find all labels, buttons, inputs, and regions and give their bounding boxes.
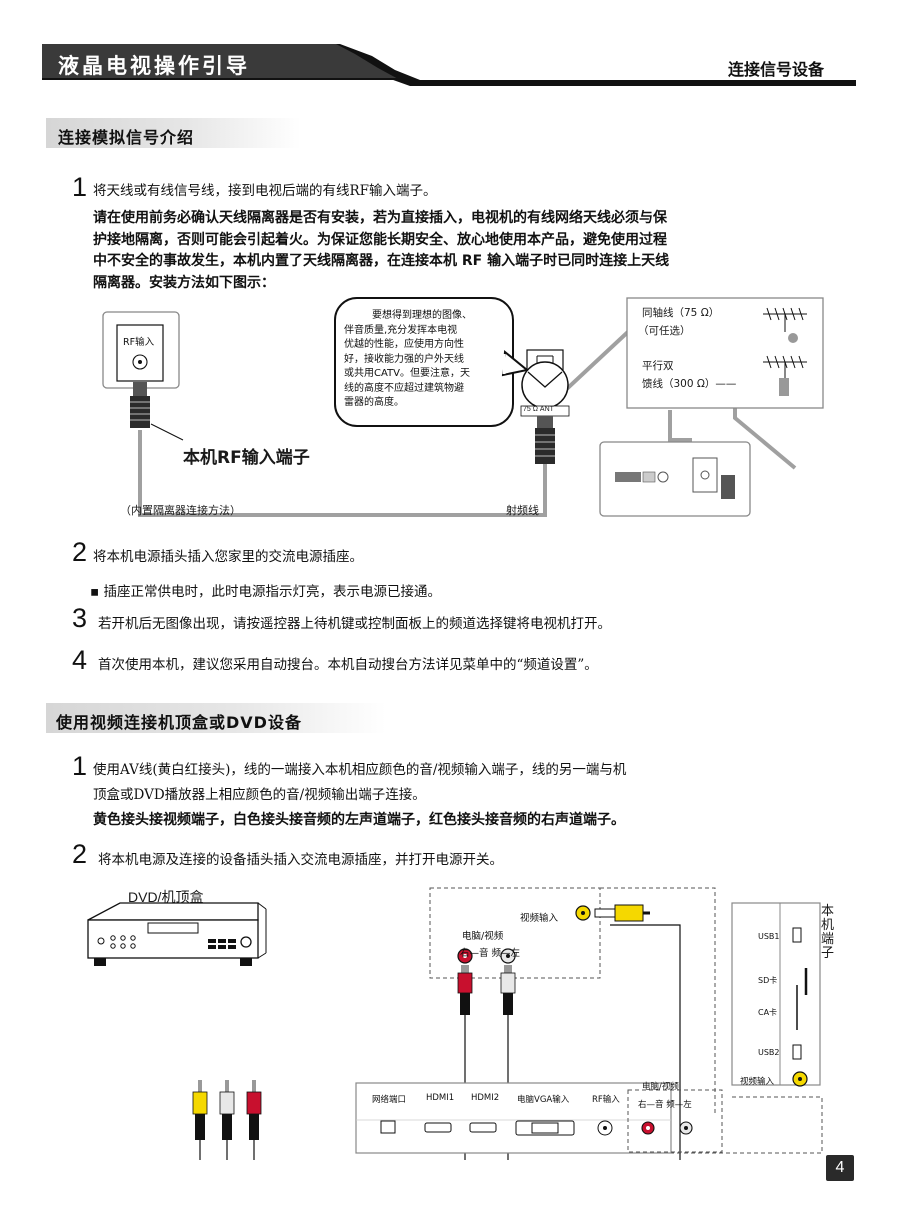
side-panel-title: 本 机 端 子	[821, 905, 834, 961]
section-title-analog: 连接模拟信号介绍	[58, 128, 195, 147]
header-title: 液晶电视操作引导	[58, 54, 250, 78]
side-title-char: 机	[821, 918, 835, 933]
section-bar-video	[46, 703, 386, 733]
av-connection-diagram	[87, 887, 823, 1160]
step-text: 将本机电源及连接的设备插头插入交流电源插座，并打开电源开关。	[98, 852, 503, 868]
step-text: 若开机后无图像出现，请按遥控器上待机键或控制面板上的频道选择键将电视机打开。	[98, 616, 611, 632]
section-title-video: 使用视频连接机顶盒或DVD设备	[56, 713, 302, 732]
rf-port-label: 本机RF输入端子	[183, 448, 310, 468]
audio-label: 右—音 频—左	[460, 948, 521, 959]
header-section: 连接信号设备	[728, 60, 825, 79]
rf-input-label: RF输入	[123, 337, 155, 348]
twin-lead-label: 馈线（300 Ω）——	[642, 378, 737, 390]
warning-line: 请在使用前务必确认天线隔离器是否有安装，若为直接插入，电视机的有线网络天线必须与…	[93, 210, 667, 226]
ant-label: 75 Ω ANT	[523, 406, 554, 413]
warning-line: 护接地隔离，否则可能会引起着火。为保证您能长期安全、放心地使用本产品，避免使用过…	[93, 231, 667, 248]
step-number: 2	[72, 537, 88, 567]
side-title-char: 端	[821, 932, 835, 947]
twin-lead-label: 平行双	[642, 360, 674, 372]
warning-paragraph: 请在使用前务必确认天线隔离器是否有安装，若为直接插入，电视机的有线网络天线必须与…	[93, 208, 669, 294]
bullet-text: ▪ 插座正常供电时，此时电源指示灯亮，表示电源已接通。	[90, 584, 441, 600]
rca-plugs	[192, 1080, 262, 1140]
pc-video-label: 电脑/视频	[462, 931, 504, 942]
callout-line: 伴音质量,充分发挥本电视	[344, 324, 458, 336]
bottom-pc-video-label: 电脑/视频	[642, 1082, 679, 1092]
sd-card-label: SD卡	[758, 976, 778, 985]
callout-line: 要想得到理想的图像、	[372, 310, 472, 321]
usb2-label: USB2	[758, 1048, 780, 1057]
step-text: 顶盒或DVD播放器上相应颜色的音/视频输出端子连接。	[93, 787, 426, 803]
callout-text: 要想得到理想的图像、 伴音质量,充分发挥本电视 优越的性能，应使用方向性 好，接…	[344, 309, 514, 411]
color-note: 黄色接头接视频端子，白色接头接音频的左声道端子，红色接头接音频的右声道端子。	[93, 812, 625, 828]
callout-line: 好，接收能力强的户外天线	[344, 353, 464, 365]
hdmi2-label: HDMI2	[471, 1093, 500, 1103]
callout-line: 线的高度不应超过建筑物避	[344, 382, 464, 394]
builtin-isolator-label: （内置隔离器连接方法）	[120, 504, 241, 517]
warning-line: 隔离器。安装方法如下图示：	[93, 274, 275, 291]
rf-cable-label: 射频线	[506, 504, 539, 517]
vga-label: 电脑VGA输入	[517, 1095, 570, 1105]
optional-label: （可任选）	[638, 325, 691, 337]
step-text: 将天线或有线信号线，接到电视后端的有线RF输入端子。	[93, 183, 437, 199]
step-text: 使用AV线(黄白红接头)，线的一端接入本机相应颜色的音/视频输入端子，线的另一端…	[93, 762, 627, 778]
warning-line: 中不安全的事故发生，本机内置了天线隔离器，在连接本机 RF 输入端子时已同时连接…	[93, 253, 670, 269]
usb1-label: USB1	[758, 932, 780, 941]
bottom-audio-label: 右—音 频—左	[638, 1100, 692, 1110]
step-number: 1	[72, 751, 88, 781]
callout-line: 或共用CATV。但要注意，天	[344, 368, 470, 379]
step-number: 4	[72, 645, 88, 675]
header-banner	[42, 44, 856, 86]
section-bar-analog	[46, 118, 301, 148]
step-number: 3	[72, 603, 88, 633]
side-title-char: 本	[821, 904, 835, 919]
callout-line: 雷器的高度。	[344, 397, 404, 408]
step-number: 1	[72, 172, 88, 202]
dvd-label: DVD/机顶盒	[128, 889, 204, 905]
antenna-diagram	[102, 297, 824, 517]
callout-line: 优越的性能，应使用方向性	[344, 339, 464, 350]
coax-label: 同轴线（75 Ω）	[642, 307, 720, 319]
step-number: 2	[72, 839, 88, 869]
step-text: 首次使用本机，建议您采用自动搜台。本机自动搜台方法详见菜单中的“频道设置”。	[98, 657, 598, 673]
ethernet-label: 网络端口	[372, 1095, 407, 1105]
video-input-label: 视频输入	[520, 913, 559, 924]
step-text: 将本机电源插头插入您家里的交流电源插座。	[93, 549, 363, 565]
hdmi1-label: HDMI1	[426, 1093, 455, 1103]
side-video-input-label: 视频输入	[740, 1077, 775, 1087]
side-title-char: 子	[821, 946, 835, 961]
ca-card-label: CA卡	[758, 1008, 778, 1017]
page-number: 4	[826, 1155, 854, 1181]
rf-input-bottom-label: RF输入	[592, 1095, 620, 1105]
